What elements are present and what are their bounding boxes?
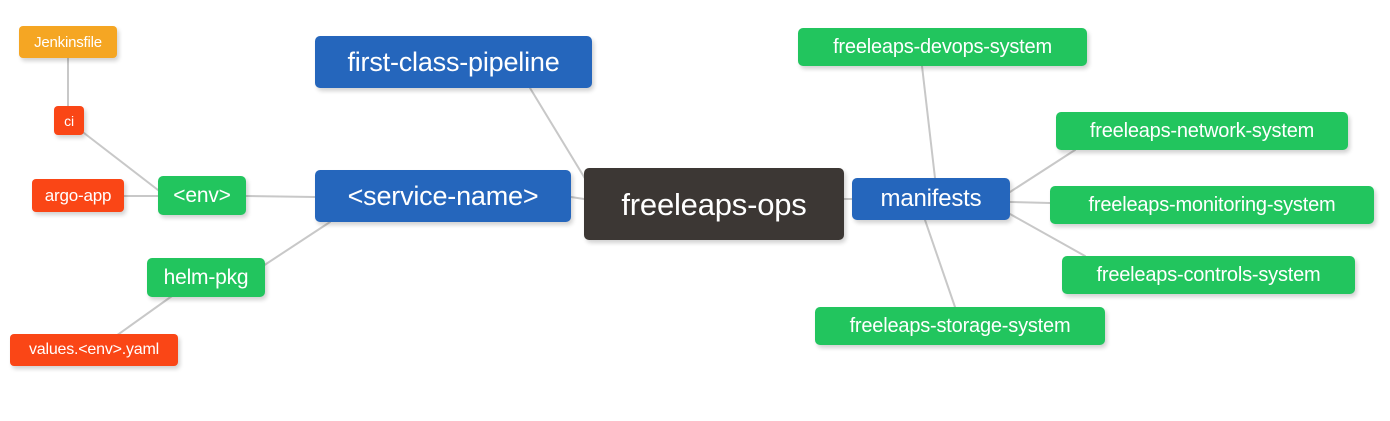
mindmap-node-freeleaps-storage-system[interactable]: freeleaps-storage-system — [815, 307, 1105, 345]
mindmap-node-label-freeleaps-ops: freeleaps-ops — [621, 186, 807, 222]
mindmap-node-jenkinsfile[interactable]: Jenkinsfile — [19, 26, 117, 58]
mindmap-node-label-freeleaps-controls-system: freeleaps-controls-system — [1096, 264, 1321, 286]
mindmap-node-label-freeleaps-storage-system: freeleaps-storage-system — [849, 315, 1071, 337]
mindmap-edge-manifests-to-freeleaps-devops-system — [921, 65, 936, 179]
mindmap-node-label-first-class-pipeline: first-class-pipeline — [347, 46, 560, 77]
mindmap-node-label-env: <env> — [173, 184, 231, 207]
mindmap-edge-service-name-to-helm-pkg — [262, 221, 331, 267]
mindmap-node-freeleaps-monitoring-system[interactable]: freeleaps-monitoring-system — [1050, 186, 1374, 224]
mindmap-node-label-helm-pkg: helm-pkg — [163, 266, 249, 289]
mindmap-node-freeleaps-network-system[interactable]: freeleaps-network-system — [1056, 112, 1348, 150]
mindmap-node-label-service-name: <service-name> — [347, 180, 539, 211]
mindmap-node-values-env-yaml[interactable]: values.<env>.yaml — [10, 334, 178, 366]
mindmap-edge-freeleaps-ops-to-service-name — [570, 196, 585, 200]
mindmap-edge-service-name-to-env — [245, 195, 316, 198]
mindmap-node-freeleaps-devops-system[interactable]: freeleaps-devops-system — [798, 28, 1087, 66]
mindmap-edge-manifests-to-freeleaps-monitoring-system — [1009, 201, 1051, 204]
mindmap-node-label-argo-app: argo-app — [44, 186, 112, 205]
mindmap-node-label-jenkinsfile: Jenkinsfile — [34, 33, 102, 51]
mindmap-edge-manifests-to-freeleaps-storage-system — [924, 219, 956, 308]
mindmap-node-manifests[interactable]: manifests — [852, 178, 1010, 220]
mindmap-node-label-manifests: manifests — [880, 185, 982, 212]
mindmap-node-helm-pkg[interactable]: helm-pkg — [147, 258, 265, 297]
mindmap-node-env[interactable]: <env> — [158, 176, 246, 215]
mindmap-node-label-values-env-yaml: values.<env>.yaml — [28, 341, 159, 358]
mindmap-node-first-class-pipeline[interactable]: first-class-pipeline — [315, 36, 592, 88]
mindmap-node-label-freeleaps-devops-system: freeleaps-devops-system — [833, 36, 1052, 58]
mindmap-node-freeleaps-ops[interactable]: freeleaps-ops — [584, 168, 844, 240]
mindmap-node-label-freeleaps-monitoring-system: freeleaps-monitoring-system — [1088, 194, 1336, 216]
mindmap-node-argo-app[interactable]: argo-app — [32, 179, 124, 212]
mindmap-node-freeleaps-controls-system[interactable]: freeleaps-controls-system — [1062, 256, 1355, 294]
mindmap-node-label-freeleaps-network-system: freeleaps-network-system — [1089, 120, 1315, 142]
mindmap-edge-helm-pkg-to-values-env-yaml — [115, 295, 173, 337]
mindmap-node-ci[interactable]: ci — [54, 106, 84, 135]
mindmap-node-service-name[interactable]: <service-name> — [315, 170, 571, 222]
mindmap-node-label-ci: ci — [64, 112, 74, 129]
